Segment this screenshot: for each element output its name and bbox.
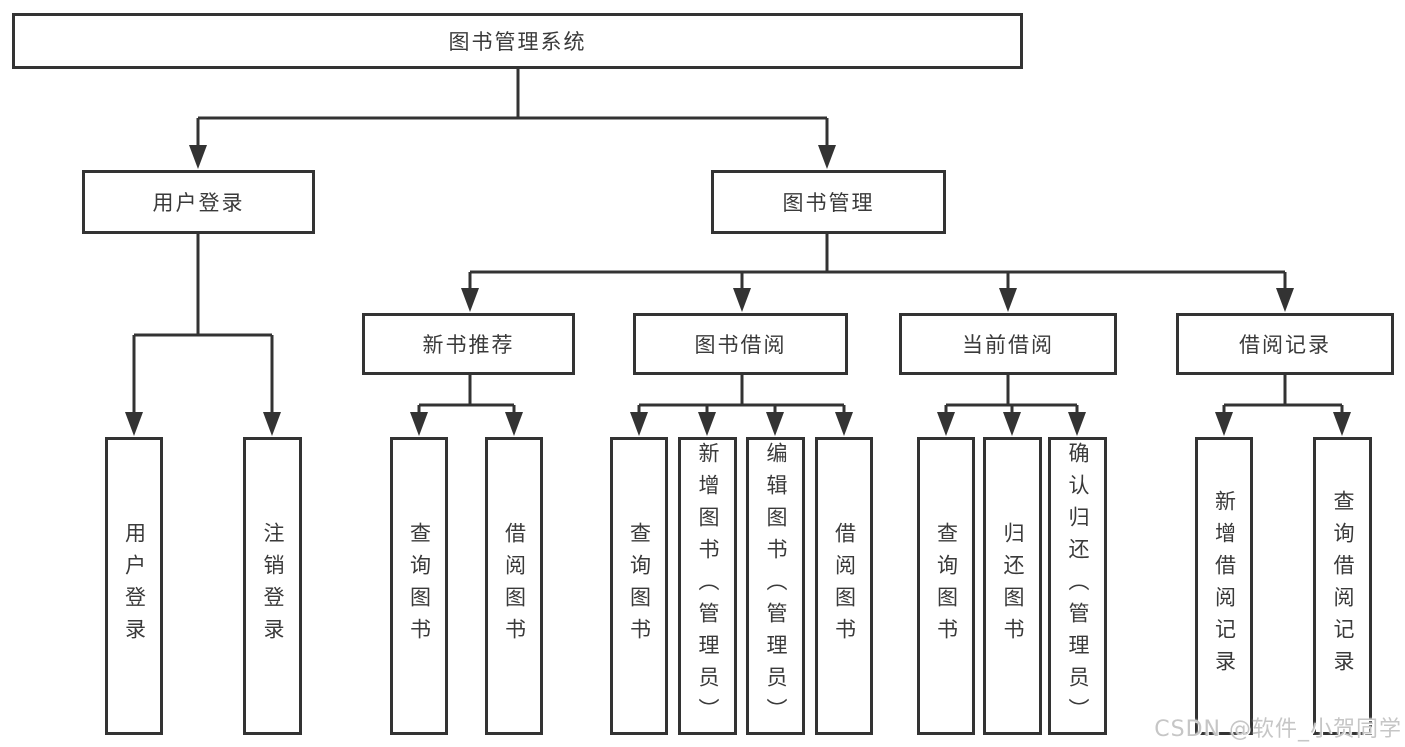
node-leaf-edit-books-admin: 编辑图书（管理员） (746, 437, 805, 735)
node-leaf-user-login: 用户登录 (105, 437, 163, 735)
node-label: 借阅图书 (502, 522, 527, 650)
node-leaf-confirm-return-admin: 确认归还（管理员） (1048, 437, 1107, 735)
node-leaf-add-borrow-record: 新增借阅记录 (1195, 437, 1253, 735)
node-label: 查询图书 (407, 522, 432, 650)
arrowheads (125, 145, 1351, 436)
csdn-watermark: CSDN @软件_小贺同学 (1154, 717, 1402, 742)
node-label: 图书管理 (782, 191, 875, 215)
node-label: 图书借阅 (694, 333, 787, 357)
node-leaf-query-books-recommend: 查询图书 (390, 437, 448, 735)
node-label: 确认归还（管理员） (1066, 442, 1090, 730)
node-label: 查询图书 (934, 522, 959, 650)
node-leaf-add-books-admin: 新增图书（管理员） (678, 437, 737, 735)
node-label: 借阅记录 (1239, 333, 1331, 357)
node-label: 查询借阅记录 (1331, 490, 1355, 682)
node-book-borrowing: 图书借阅 (633, 313, 848, 375)
node-label: 编辑图书（管理员） (764, 442, 788, 730)
node-leaf-query-books-borrowing: 查询图书 (610, 437, 668, 735)
node-leaf-query-borrow-record: 查询借阅记录 (1313, 437, 1372, 735)
node-label: 图书管理系统 (448, 30, 587, 54)
node-label: 注销登录 (261, 522, 285, 650)
node-user-login: 用户登录 (82, 170, 315, 234)
node-leaf-return-books: 归还图书 (983, 437, 1042, 735)
node-new-book-recommendation: 新书推荐 (362, 313, 575, 375)
node-label: 用户登录 (122, 522, 147, 650)
node-label: 用户登录 (152, 191, 245, 215)
node-borrowing-records: 借阅记录 (1176, 313, 1394, 375)
node-label: 查询图书 (627, 522, 652, 650)
node-leaf-query-books-current: 查询图书 (917, 437, 975, 735)
node-library-management-system: 图书管理系统 (12, 13, 1023, 69)
node-label: 当前借阅 (962, 333, 1054, 357)
node-label: 新增借阅记录 (1212, 490, 1237, 682)
node-leaf-borrow-books-recommend: 借阅图书 (485, 437, 543, 735)
node-label: 新增图书（管理员） (696, 442, 720, 730)
node-current-borrowing: 当前借阅 (899, 313, 1117, 375)
node-leaf-logout: 注销登录 (243, 437, 302, 735)
node-label: 新书推荐 (422, 333, 515, 357)
node-label: 借阅图书 (832, 522, 857, 650)
node-leaf-borrow-books-borrowing: 借阅图书 (815, 437, 873, 735)
node-label: 归还图书 (1001, 522, 1025, 650)
node-book-management: 图书管理 (711, 170, 946, 234)
